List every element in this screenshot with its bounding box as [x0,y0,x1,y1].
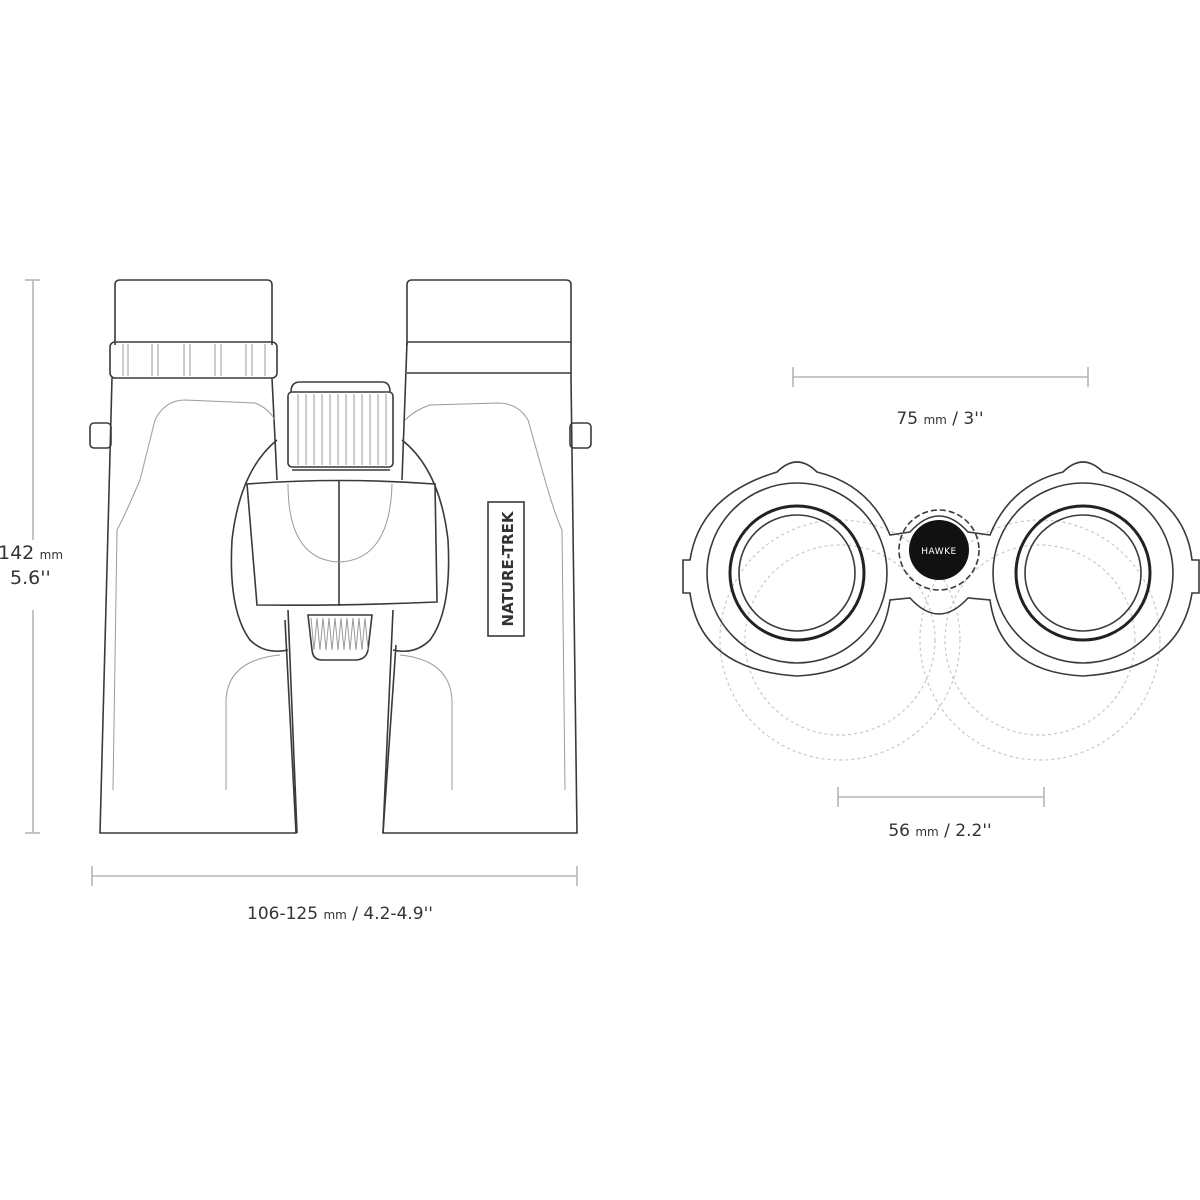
hawke-logo-text: HAWKE [921,547,956,557]
right-objective-lens-rim [1014,504,1152,642]
diopter-knob [307,614,373,661]
left-strap-lug [89,422,112,449]
right-objective-ring [992,482,1174,664]
height-dimension-label: 142 mm [0,542,63,564]
right-armour-panel [404,402,566,791]
right-eyecup [406,279,572,378]
hinge-gear [898,509,980,591]
ipd-min-label: 56 mm / 2.2'' [888,821,991,841]
left-barrel-body [99,377,297,834]
diopter-knob-teeth [310,617,369,651]
bridge-lower-column [287,609,394,834]
diopter-ring-ridges [122,344,266,376]
bridge-block [246,479,438,606]
focus-wheel-cap [290,381,391,393]
right-hinge-pad [392,439,450,653]
left-eyecup [114,279,273,345]
ipd-max-label: 75 mm / 3'' [896,409,983,429]
left-armour-panel [112,399,276,791]
hawke-logo-disc [909,520,969,580]
focus-wheel-knurling [297,394,387,465]
height-dimension-inches: 5.6'' [10,567,51,589]
left-objective-lens-rim [728,504,866,642]
width-dimension-label: 106-125 mm / 4.2-4.9'' [247,904,433,924]
focus-wheel [287,391,394,468]
right-objective-lens [1024,514,1142,632]
right-barrel-body [382,341,578,834]
front-view: NATURE-TREK 142 mm 5.6'' 106-125 mm / 4.… [0,279,592,924]
right-lower-grip [399,654,453,790]
left-objective-ring [706,482,888,664]
right-strap-lug [569,422,592,449]
left-objective-lens [738,514,856,632]
model-label-box [487,501,525,637]
left-lower-grip [225,654,281,790]
objective-body-outline [682,461,1200,677]
left-hinge-pad [230,439,289,653]
bridge-inner-curve [287,483,393,563]
left-diopter-ring [109,341,278,379]
objective-view: 75 mm / 3'' HAWKE 56 mm / 2.2'' [682,367,1200,841]
model-label: NATURE-TREK [499,510,517,626]
